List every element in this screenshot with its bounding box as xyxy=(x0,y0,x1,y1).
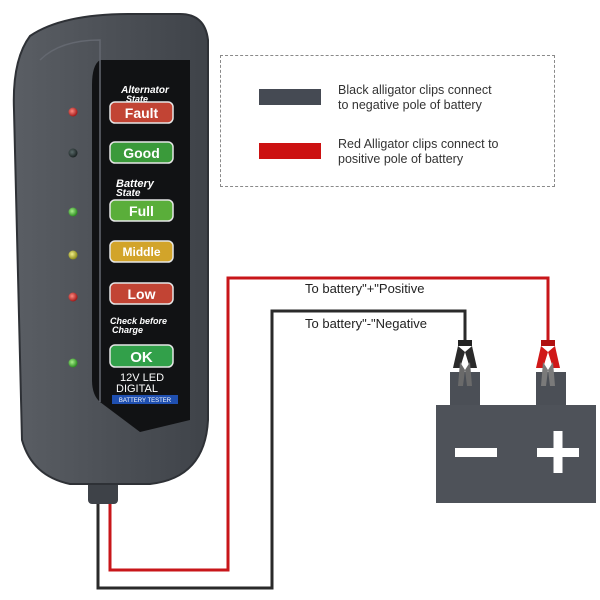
led-full xyxy=(68,207,78,217)
red-clip-line-1: Red Alligator clips connect to xyxy=(338,137,499,151)
full-button: Full xyxy=(109,199,174,222)
black-clip-line-1: Black alligator clips connect xyxy=(338,83,492,97)
low-label: Low xyxy=(128,286,156,302)
battery-state-label-1: Battery xyxy=(116,178,155,190)
minus-sign-icon xyxy=(455,448,497,457)
alternator-label-1: Alternator xyxy=(120,85,170,96)
battery-state-label-2: State xyxy=(116,188,141,199)
ok-button: OK xyxy=(109,344,174,368)
alternator-label-2: State xyxy=(126,94,148,104)
low-button: Low xyxy=(109,282,174,305)
led-ok xyxy=(68,358,78,368)
battery-tester-device: Alternator State Battery State Check bef… xyxy=(12,13,209,504)
middle-label: Middle xyxy=(123,245,161,259)
plus-sign-v-icon xyxy=(553,431,563,473)
fault-button: Fault xyxy=(109,101,174,124)
red-clip-line-2: positive pole of battery xyxy=(338,152,464,166)
black-clip-swatch xyxy=(259,89,321,105)
red-clip-swatch xyxy=(259,143,321,159)
black-clip-description: Black alligator clips connect to negativ… xyxy=(338,83,548,113)
legend-box: Black alligator clips connect to negativ… xyxy=(220,55,555,187)
red-clamp-icon xyxy=(536,340,560,386)
red-clip-description: Red Alligator clips connect to positive … xyxy=(338,137,548,167)
check-label-1: Check before xyxy=(110,316,167,326)
led-fault xyxy=(68,107,78,117)
negative-wire-label: To battery"-"Negative xyxy=(305,316,427,331)
positive-wire-label: To battery"+"Positive xyxy=(305,281,425,296)
model-line-2: DIGITAL xyxy=(116,383,158,395)
fault-label: Fault xyxy=(125,105,159,121)
black-clamp-icon xyxy=(453,340,477,386)
led-good xyxy=(68,148,78,158)
good-button: Good xyxy=(109,141,174,164)
full-label: Full xyxy=(129,203,154,219)
good-label: Good xyxy=(123,145,160,161)
negative-terminal-post xyxy=(450,372,480,408)
ok-label: OK xyxy=(130,349,153,366)
model-line-1: 12V LED xyxy=(120,372,164,384)
black-clip-line-2: to negative pole of battery xyxy=(338,98,482,112)
red-wire xyxy=(108,276,550,572)
middle-button: Middle xyxy=(109,240,174,263)
badge-label: BATTERY TESTER xyxy=(119,398,172,404)
car-battery xyxy=(436,372,596,503)
battery-tester-badge xyxy=(112,395,178,404)
check-label-2: Charge xyxy=(112,325,143,335)
led-low xyxy=(68,292,78,302)
led-middle xyxy=(68,250,78,260)
black-wire xyxy=(96,309,467,590)
